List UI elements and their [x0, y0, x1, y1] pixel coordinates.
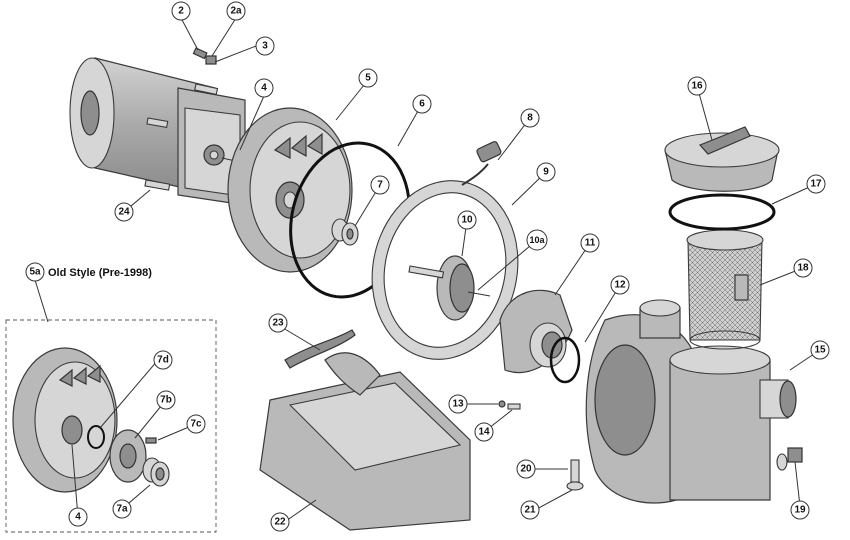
- callout-15: 15: [810, 340, 830, 360]
- impeller: [408, 255, 491, 321]
- svg-text:4: 4: [75, 512, 81, 523]
- motor-bolts: [144, 83, 219, 191]
- svg-text:2: 2: [178, 6, 184, 17]
- ground-screw-assembly: [192, 47, 217, 65]
- callout-2a: 2a: [226, 1, 246, 21]
- svg-text:6: 6: [419, 99, 425, 110]
- svg-text:17: 17: [810, 179, 822, 190]
- svg-text:4: 4: [261, 83, 267, 94]
- svg-text:7c: 7c: [190, 419, 202, 430]
- callout-2: 2: [171, 1, 191, 21]
- o-ring-diffuser: [549, 336, 581, 384]
- callout-11: 11: [580, 233, 600, 253]
- seal-plate: [227, 107, 353, 273]
- svg-text:7b: 7b: [160, 395, 172, 406]
- svg-text:22: 22: [274, 517, 286, 528]
- callout-16: 16: [687, 76, 707, 96]
- svg-text:13: 13: [452, 399, 464, 410]
- svg-text:2a: 2a: [230, 6, 242, 17]
- callout-20: 20: [516, 459, 536, 479]
- drain-plug: [776, 447, 803, 471]
- callout-17: 17: [806, 174, 826, 194]
- callout-5a: 5a: [25, 262, 45, 282]
- svg-text:16: 16: [691, 81, 703, 92]
- old-style-shaft-seal: [142, 457, 170, 487]
- callout-19: 19: [790, 500, 810, 520]
- svg-text:11: 11: [585, 238, 596, 249]
- inset-title: Old Style (Pre-1998): [48, 267, 152, 279]
- callout-10a: 10a: [526, 229, 548, 251]
- pump-housing: [585, 299, 797, 504]
- motor-support: [284, 329, 356, 369]
- callout-12: 12: [610, 275, 630, 295]
- base-bolt: [566, 459, 584, 491]
- svg-text:14: 14: [478, 427, 490, 438]
- svg-text:10: 10: [461, 215, 473, 226]
- svg-text:10a: 10a: [529, 235, 545, 245]
- svg-text:7a: 7a: [116, 504, 128, 515]
- svg-text:18: 18: [797, 263, 809, 274]
- old-style-o-ring: [87, 425, 105, 449]
- callout-21: 21: [520, 500, 540, 520]
- svg-text:9: 9: [543, 167, 549, 178]
- svg-text:21: 21: [524, 505, 536, 516]
- strainer-lid: [664, 126, 780, 192]
- callout-10: 10: [457, 210, 477, 230]
- callout-7a: 7a: [112, 499, 132, 519]
- svg-text:15: 15: [814, 345, 826, 356]
- svg-text:12: 12: [614, 280, 626, 291]
- callout-13: 13: [448, 394, 468, 414]
- svg-text:24: 24: [118, 207, 130, 218]
- callout-5: 5: [358, 68, 378, 88]
- callout-22: 22: [270, 512, 290, 532]
- svg-text:7: 7: [377, 180, 383, 191]
- callout-14: 14: [474, 422, 494, 442]
- callout-18: 18: [793, 258, 813, 278]
- shaft-seal: [331, 218, 359, 246]
- strainer-basket: [686, 229, 764, 350]
- lid-o-ring: [668, 193, 776, 231]
- callout-6: 6: [412, 94, 432, 114]
- callout-9: 9: [536, 162, 556, 182]
- callout-7d: 7d: [153, 350, 173, 370]
- callout-3: 3: [255, 36, 275, 56]
- inset-frame: [5, 319, 217, 533]
- callouts: 2 2a 3 4 5 6 7 8 9 10 10a 11 12 13 14 15…: [25, 1, 830, 532]
- clamp-knob: [461, 141, 502, 186]
- diffuser: [499, 289, 573, 374]
- svg-text:19: 19: [794, 505, 806, 516]
- callout-7c: 7c: [186, 414, 206, 434]
- old-style-seal-housing: [109, 429, 157, 483]
- leader-lines: [34, 17, 821, 522]
- callout-24: 24: [114, 202, 134, 222]
- svg-text:7d: 7d: [157, 355, 169, 366]
- callout-7: 7: [370, 175, 390, 195]
- callout-7b: 7b: [156, 390, 176, 410]
- svg-text:5: 5: [365, 73, 371, 84]
- callout-23: 23: [268, 313, 288, 333]
- old-style-seal-plate: [12, 347, 118, 493]
- svg-text:5a: 5a: [29, 267, 41, 278]
- callout-8: 8: [520, 108, 540, 128]
- svg-text:23: 23: [272, 318, 284, 329]
- callout-4-old: 4: [68, 507, 88, 527]
- svg-text:20: 20: [520, 464, 532, 475]
- svg-text:3: 3: [262, 41, 268, 52]
- callout-4: 4: [254, 78, 274, 98]
- svg-text:8: 8: [527, 113, 533, 124]
- diffuser-screws: [498, 400, 521, 410]
- pump-base: [259, 352, 471, 531]
